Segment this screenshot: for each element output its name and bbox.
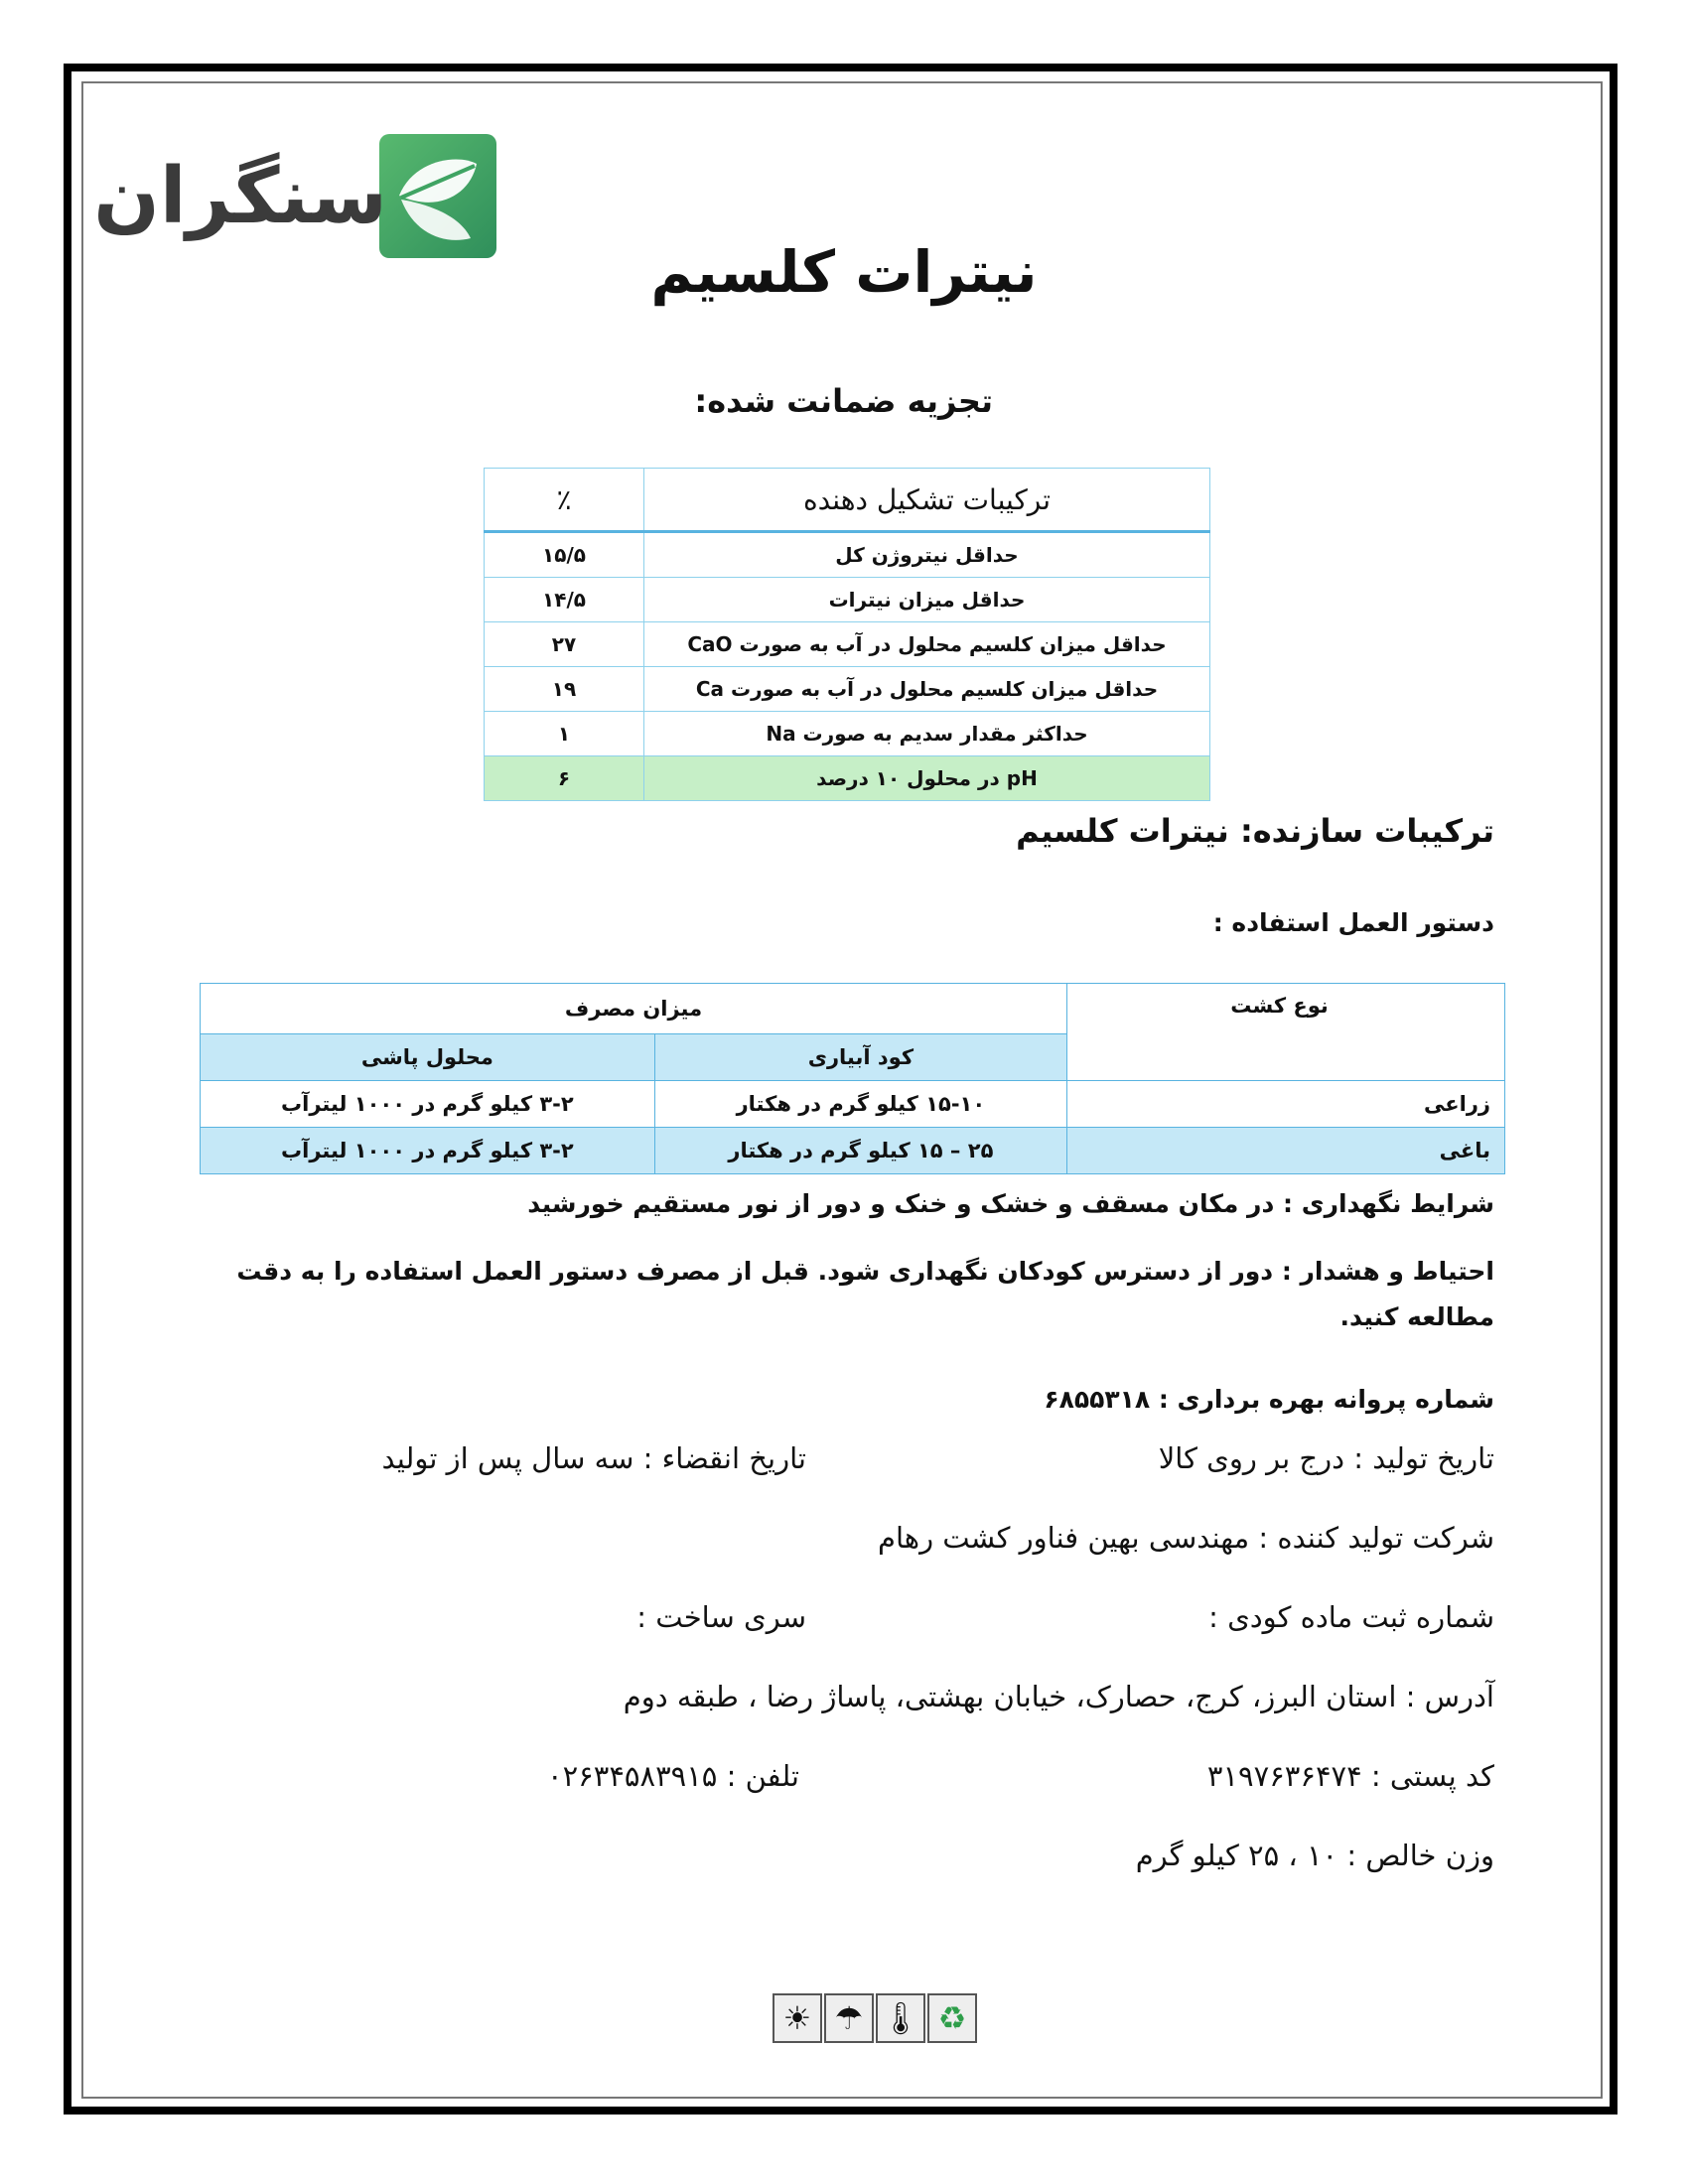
address: آدرس : استان البرز، کرج، حصارک، خیابان ب…: [623, 1680, 1494, 1713]
component-header: ترکیبات تشکیل دهنده: [643, 468, 1210, 533]
postal-code: کد پستی : ۳۱۹۷۶۳۶۴۷۴: [1206, 1759, 1494, 1793]
usage-table: نوع کشت میزان مصرف کود آبیاری محلول پاشی…: [200, 983, 1505, 1174]
value-cell: ۶: [484, 755, 644, 801]
guaranteed-analysis-heading: تجزیه ضمانت شده:: [694, 382, 993, 420]
component-cell: حداکثر مقدار سدیم به صورت Na: [643, 711, 1210, 756]
phone-number: تلفن : ۰۲۶۳۴۵۸۳۹۱۵: [547, 1759, 799, 1793]
fertigation-cell: ۱۵-۱۰ کیلو گرم در هکتار: [653, 1080, 1068, 1128]
table-row: حداقل نیتروژن کل ۱۵/۵: [484, 531, 1210, 578]
net-weight: وزن خالص : ۱۰ ، ۲۵ کیلو گرم: [1135, 1839, 1494, 1872]
batch-number: سری ساخت :: [636, 1600, 806, 1634]
component-cell: حداقل نیتروژن کل: [643, 531, 1210, 578]
table-row: حداقل میزان کلسیم محلول در آب به صورت Ca…: [484, 666, 1210, 712]
component-cell: حداقل میزان کلسیم محلول در آب به صورت Ca…: [643, 621, 1210, 667]
fertigation-header: کود آبیاری: [653, 1033, 1068, 1081]
percent-header: ٪: [484, 468, 644, 533]
crop-cell: زراعی: [1066, 1080, 1505, 1128]
table-row: زراعی ۱۵-۱۰ کیلو گرم در هکتار ۳-۲ کیلو گ…: [200, 1080, 1505, 1128]
product-title: نیترات کلسیم: [650, 238, 1038, 306]
warning-text: احتیاط و هشدار : دور از دسترس کودکان نگه…: [236, 1257, 1494, 1331]
permit-number: شماره پروانه بهره برداری : ۶۸۵۵۳۱۸: [1044, 1385, 1494, 1414]
value-cell: ۱۹: [484, 666, 644, 712]
page-border-inner: [81, 81, 1603, 2099]
keep-from-sunlight-icon: ☀: [773, 1993, 822, 2043]
manufacturer: شرکت تولید کننده : مهندسی بهین فناور کشت…: [878, 1521, 1494, 1555]
page-border-outer: [64, 64, 1618, 2115]
registration-number: شماره ثبت ماده کودی :: [1208, 1600, 1494, 1634]
recycle-icon: ♻: [927, 1993, 977, 2043]
foliar-header: محلول پاشی: [200, 1033, 655, 1081]
table-row: حداقل میزان کلسیم محلول در آب به صورت Ca…: [484, 621, 1210, 667]
temperature-icon: 🌡: [876, 1993, 925, 2043]
fertigation-cell: ۲۵ – ۱۵ کیلو گرم در هکتار: [653, 1127, 1068, 1174]
usage-table-subheader: کود آبیاری محلول پاشی: [200, 1033, 1505, 1081]
component-cell: pH در محلول ۱۰ درصد: [643, 755, 1210, 801]
usage-table-header: نوع کشت میزان مصرف: [200, 983, 1505, 1081]
ingredients-heading: ترکیبات سازنده: نیترات کلسیم: [1016, 812, 1494, 850]
foliar-cell: ۳-۲ کیلو گرم در ۱۰۰۰ لیترآب: [200, 1080, 655, 1128]
value-cell: ۲۷: [484, 621, 644, 667]
table-row-highlight: pH در محلول ۱۰ درصد ۶: [484, 755, 1210, 801]
analysis-table-header: ترکیبات تشکیل دهنده ٪: [484, 468, 1210, 533]
expiry-date: تاریخ انقضاء : سه سال پس از تولید: [381, 1441, 806, 1475]
company-logo: سنگران: [93, 134, 496, 258]
component-cell: حداقل میزان کلسیم محلول در آب به صورت Ca: [643, 666, 1210, 712]
value-cell: ۱۵/۵: [484, 531, 644, 578]
usage-heading: دستور العمل استفاده :: [1212, 908, 1494, 937]
leaf-logo-icon: [379, 134, 496, 258]
value-cell: ۱۴/۵: [484, 577, 644, 622]
production-date: تاریخ تولید : درج بر روی کالا: [1158, 1441, 1494, 1475]
foliar-cell: ۳-۲ کیلو گرم در ۱۰۰۰ لیترآب: [200, 1127, 655, 1174]
dosage-header: میزان مصرف: [200, 983, 1067, 1034]
table-row: حداقل میزان نیترات ۱۴/۵: [484, 577, 1210, 622]
crop-cell: باغی: [1066, 1127, 1505, 1174]
analysis-table: ترکیبات تشکیل دهنده ٪ حداقل نیتروژن کل ۱…: [484, 468, 1210, 801]
logo-wordmark: سنگران: [93, 152, 387, 241]
value-cell: ۱: [484, 711, 644, 756]
keep-dry-icon: ☂: [824, 1993, 874, 2043]
table-row: باغی ۲۵ – ۱۵ کیلو گرم در هکتار ۳-۲ کیلو …: [200, 1127, 1505, 1174]
storage-conditions: شرایط نگهداری : در مکان مسقف و خشک و خنک…: [527, 1189, 1494, 1218]
component-cell: حداقل میزان نیترات: [643, 577, 1210, 622]
crop-type-header: نوع کشت: [1066, 983, 1505, 1081]
table-row: حداکثر مقدار سدیم به صورت Na ۱: [484, 711, 1210, 756]
